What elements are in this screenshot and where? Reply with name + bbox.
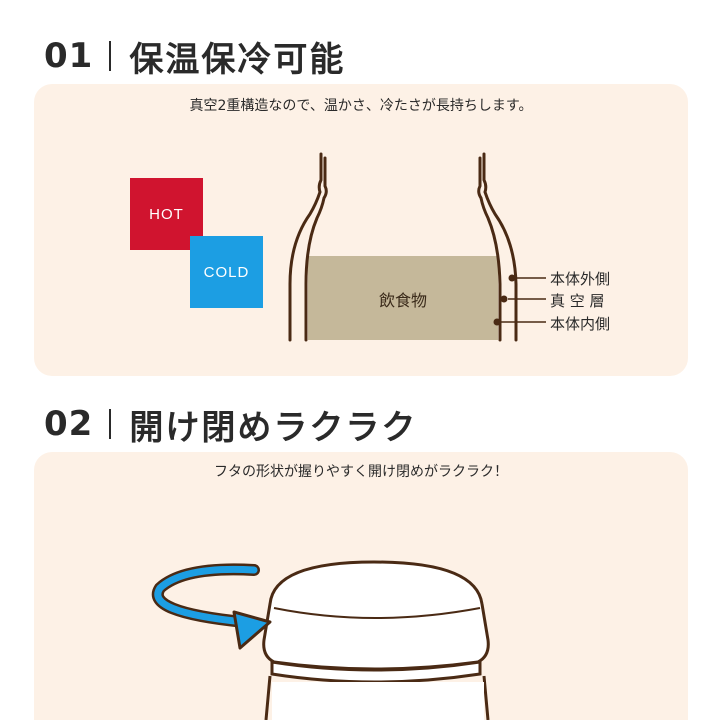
lid-illustration bbox=[152, 560, 490, 720]
section2-caption: フタの形状が握りやすく開け閉めがラクラク！ bbox=[214, 464, 508, 480]
vacuum-layer-dot bbox=[500, 295, 508, 303]
section1-panel: 真空2重構造なので、温かさ、冷たさが長持ちします。 HOT COLD 飲食物 本… bbox=[34, 84, 688, 376]
section2-divider bbox=[109, 409, 112, 439]
section1-header: 01 保温保冷可能 bbox=[44, 32, 345, 80]
rotation-arrow-body bbox=[154, 565, 258, 626]
rotation-arrow-head bbox=[232, 610, 272, 650]
lid-rim-line bbox=[273, 607, 481, 619]
layer-label-outer: 本体外側 bbox=[550, 270, 611, 288]
lid bbox=[262, 560, 490, 671]
outer-layer-dot bbox=[508, 274, 516, 282]
section1-caption: 真空2重構造なので、温かさ、冷たさが長持ちします。 bbox=[189, 98, 533, 114]
bottle-body bbox=[264, 675, 490, 720]
left-inner-wall bbox=[304, 156, 328, 342]
cold-badge: COLD bbox=[190, 236, 263, 308]
drink-label: 飲食物 bbox=[378, 291, 427, 310]
inner-layer-dot bbox=[493, 318, 501, 326]
bottle-body-fill bbox=[272, 682, 484, 720]
section1-number: 01 bbox=[44, 36, 94, 76]
section2-title: 開け閉めラクラク bbox=[129, 407, 418, 448]
section2-header: 02 開け閉めラクラク bbox=[44, 400, 417, 448]
layer-label-vacuum: 真 空 層 bbox=[550, 292, 605, 310]
bottle-cross-section-illustration bbox=[288, 152, 546, 342]
layer-label-inner: 本体内側 bbox=[550, 315, 611, 333]
drink-fill bbox=[308, 256, 498, 340]
right-outer-wall bbox=[482, 152, 518, 342]
right-inner-wall bbox=[477, 156, 502, 342]
section1-divider bbox=[109, 41, 112, 71]
section1-title: 保温保冷可能 bbox=[129, 39, 346, 80]
lid-band bbox=[270, 660, 482, 684]
section2-number: 02 bbox=[44, 404, 94, 444]
cold-label: COLD bbox=[203, 263, 250, 281]
left-outer-wall bbox=[288, 152, 323, 342]
hot-label: HOT bbox=[149, 205, 184, 223]
section2-panel: フタの形状が握りやすく開け閉めがラクラク！ bbox=[34, 452, 688, 720]
